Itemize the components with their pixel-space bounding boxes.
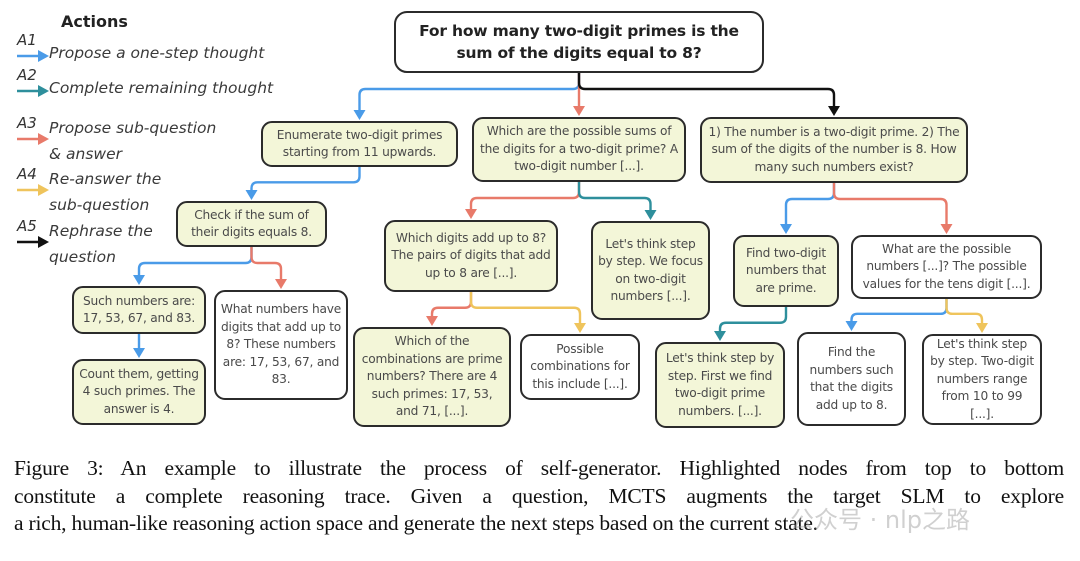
legend-code: A3 [17, 114, 37, 132]
node-text: Let's think step by step. We focus on tw… [598, 236, 703, 304]
node-find-primes: Find two-digit numbers that are prime. [733, 235, 839, 307]
node-step-by-step-focus: Let's think step by step. We focus on tw… [591, 221, 710, 320]
node-check-sum: Check if the sum of their digits equals … [176, 201, 327, 247]
arrowhead-icon [133, 348, 145, 358]
edge-a3 [430, 292, 473, 318]
edge-a3 [469, 182, 581, 211]
arrowhead-icon [573, 106, 585, 116]
node-text: Which digits add up to 8? The pairs of d… [391, 230, 551, 280]
legend-label: Propose sub-question [49, 119, 217, 137]
node-possible-sums: Which are the possible sums of the digit… [472, 117, 686, 182]
legend-arrow-icon [17, 85, 49, 97]
legend-label: Propose a one-step thought [49, 44, 265, 62]
edge-a1 [358, 73, 581, 112]
edge-a3 [250, 247, 283, 281]
arrowhead-icon [245, 190, 258, 200]
root-question-text: For how many two-digit primes is the sum… [419, 22, 739, 62]
arrowhead-icon [133, 275, 145, 285]
node-text: Possible combinations for this include [… [530, 341, 630, 391]
arrowhead-icon [976, 323, 988, 333]
legend-label: question [49, 248, 116, 266]
legend-label: & answer [49, 145, 122, 163]
root-question-node: For how many two-digit primes is the sum… [394, 11, 764, 73]
node-text: Which are the possible sums of the digit… [479, 124, 678, 174]
legend-arrow-icon [17, 236, 49, 248]
node-text: Enumerate two-digit primes starting from… [276, 127, 443, 160]
legend-title: Actions [61, 12, 128, 31]
legend-code: A5 [17, 217, 37, 235]
arrowhead-icon [275, 279, 287, 289]
tree-edges [133, 73, 988, 358]
edge-a2 [577, 182, 652, 212]
legend-code: A1 [17, 31, 37, 49]
legend-arrow-icon [17, 50, 49, 62]
node-rephrased-question: 1) The number is a two-digit prime. 2) T… [700, 117, 968, 183]
node-text: Check if the sum of their digits equals … [191, 207, 312, 240]
node-which-combinations: Which of the combinations are prime numb… [353, 327, 511, 427]
arrowhead-icon [426, 316, 438, 326]
edge-a3 [832, 183, 948, 226]
node-text: Count them, getting 4 such primes. The a… [79, 366, 199, 416]
edge-a5 [577, 73, 836, 108]
caption-line: Figure 3: An example to illustrate the p… [14, 456, 1064, 480]
watermark: 公众号 · nlp之路 [790, 506, 970, 534]
node-text: What are the possible numbers [...]? The… [862, 241, 1031, 291]
legend-label: Complete remaining thought [49, 79, 274, 97]
edge-a4 [469, 292, 582, 325]
edge-a1 [850, 299, 948, 323]
node-text: Let's think step by step. Two-digit numb… [930, 336, 1034, 421]
arrowhead-icon [353, 110, 366, 120]
legend-code: A4 [17, 165, 37, 183]
node-possible-combinations: Possible combinations for this include [… [520, 334, 640, 400]
caption-line: constitute a complete reasoning trace. G… [14, 483, 1064, 508]
edge-a1 [784, 183, 836, 226]
figure-caption: Figure 3: An example to illustrate the p… [14, 455, 1064, 538]
legend-arrow-icon [17, 184, 49, 196]
arrowhead-icon [465, 209, 477, 219]
node-what-possible-numbers: What are the possible numbers [...]? The… [851, 235, 1042, 299]
node-text: Such numbers are: 17, 53, 67, and 83. [82, 293, 196, 326]
node-text: Which of the combinations are prime numb… [361, 334, 503, 419]
legend-label: Rephrase the [49, 222, 153, 240]
legend-label: sub-question [49, 196, 150, 214]
legend-arrow-icon [17, 133, 49, 145]
arrowhead-icon [828, 106, 840, 116]
node-text: Let's think step by step. First we find … [665, 351, 775, 418]
arrowhead-icon [574, 323, 586, 333]
legend-code: A2 [17, 66, 37, 84]
node-step-by-step-range: Let's think step by step. Two-digit numb… [922, 334, 1042, 425]
arrowhead-icon [644, 210, 657, 220]
arrowhead-icon [845, 321, 858, 331]
node-text: 1) The number is a two-digit prime. 2) T… [708, 124, 960, 174]
legend-label: Re-answer the [49, 170, 162, 188]
node-count-answer: Count them, getting 4 such primes. The a… [72, 359, 206, 425]
node-text: Find two-digit numbers that are prime. [745, 245, 827, 295]
node-find-digit-sum: Find the numbers such that the digits ad… [797, 332, 906, 426]
edge-a1 [250, 167, 361, 192]
node-such-numbers: Such numbers are: 17, 53, 67, and 83. [72, 286, 206, 334]
edge-a2 [718, 307, 788, 333]
arrowhead-icon [940, 224, 953, 234]
node-step-by-step-primes: Let's think step by step. First we find … [655, 342, 785, 428]
arrowhead-icon [780, 224, 792, 234]
node-what-numbers: What numbers have digits that add up to … [214, 290, 348, 400]
node-enumerate-primes: Enumerate two-digit primes starting from… [261, 121, 458, 167]
node-which-digits: Which digits add up to 8? The pairs of d… [384, 220, 558, 292]
node-text: Find the numbers such that the digits ad… [809, 345, 894, 412]
node-text: What numbers have digits that add up to … [220, 302, 342, 387]
edge-a4 [945, 299, 984, 325]
caption-line: a rich, human-like reasoning action spac… [14, 511, 818, 535]
arrowhead-icon [714, 331, 726, 341]
